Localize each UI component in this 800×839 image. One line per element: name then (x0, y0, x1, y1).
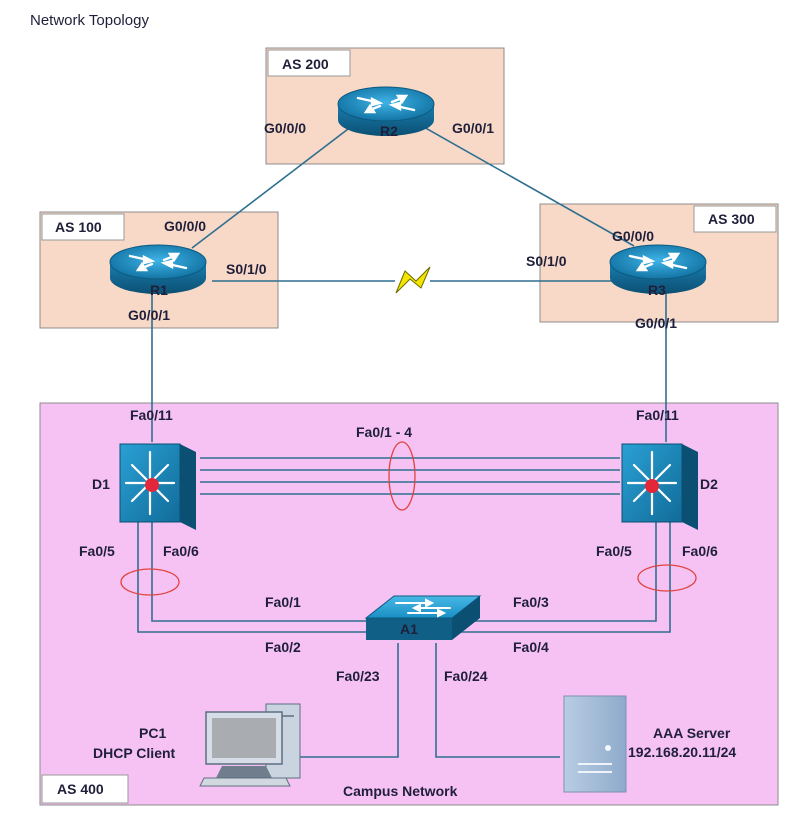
as300-area: AS 300 (539, 203, 779, 323)
iface-a1-fa023: Fa0/23 (336, 668, 380, 684)
iface-d1-fa06: Fa0/6 (163, 543, 199, 559)
router-r3-label: R3 (648, 282, 666, 298)
pc1-name: PC1 (139, 725, 166, 741)
iface-d2-fa06: Fa0/6 (682, 543, 718, 559)
router-r2[interactable]: R2 (337, 86, 435, 139)
iface-r2-g000: G0/0/0 (264, 120, 306, 136)
router-r2-label: R2 (380, 123, 398, 139)
pc1-role: DHCP Client (93, 745, 176, 761)
d2-label: D2 (700, 476, 718, 492)
aaa-server[interactable]: AAA Server 192.168.20.11/24 (563, 695, 736, 793)
pc-icon (199, 703, 301, 787)
iface-r3-s010: S0/1/0 (526, 253, 567, 269)
iface-d1-fa011: Fa0/11 (130, 407, 173, 423)
links (137, 125, 671, 758)
as400-label: AS 400 (57, 781, 104, 797)
iface-d1-fa05: Fa0/5 (79, 543, 115, 559)
link-d2-a1-fa4 (460, 522, 671, 633)
interface-labels: G0/0/0 G0/0/1 G0/0/0 S0/1/0 G0/0/1 G0/0/… (79, 120, 718, 684)
serial-link-r1-r3 (212, 266, 612, 294)
campus-network-label: Campus Network (343, 783, 458, 799)
etherchannel-ring-d2-a1 (637, 564, 697, 592)
link-d2-a1-fa3 (466, 522, 657, 622)
iface-d2-fa05: Fa0/5 (596, 543, 632, 559)
diagram-title: Network Topology (30, 12, 149, 29)
as200-label: AS 200 (282, 56, 329, 72)
switch-a1[interactable]: A1 (364, 595, 482, 640)
iface-a1-fa03: Fa0/3 (513, 594, 549, 610)
as200-area: AS 200 (265, 47, 505, 165)
multilayer-switch-icon (621, 443, 698, 530)
link-d1-a1-fa2 (137, 522, 372, 633)
multilayer-switch-d1[interactable]: D1 (92, 443, 196, 530)
server-ip: 192.168.20.11/24 (628, 744, 736, 760)
iface-d1-d2-bundle: Fa0/1 - 4 (356, 424, 412, 440)
a1-label: A1 (400, 621, 418, 637)
router-icon (109, 244, 207, 294)
iface-a1-fa024: Fa0/24 (444, 668, 488, 684)
link-r1-r2 (191, 125, 353, 249)
etherchannel-ring-d1-d2 (388, 441, 416, 511)
link-d1-a1-fa1 (151, 522, 380, 622)
router-r3[interactable]: R3 (609, 244, 707, 298)
router-icon (337, 86, 435, 136)
multilayer-switch-icon (119, 443, 196, 530)
multilayer-switch-d2[interactable]: D2 (621, 443, 718, 530)
iface-a1-fa01: Fa0/1 (265, 594, 301, 610)
etherchannel-ring-d1-a1 (120, 568, 180, 596)
link-a1-server (435, 643, 560, 758)
iface-r3-g000: G0/0/0 (612, 228, 654, 244)
iface-a1-fa04: Fa0/4 (513, 639, 549, 655)
iface-r3-g001: G0/0/1 (635, 315, 677, 331)
server-name: AAA Server (653, 725, 731, 741)
router-icon (609, 244, 707, 294)
iface-d2-fa011: Fa0/11 (636, 407, 679, 423)
iface-a1-fa02: Fa0/2 (265, 639, 301, 655)
pc1[interactable]: PC1 DHCP Client (93, 703, 301, 787)
server-icon (563, 695, 627, 793)
iface-r1-g000: G0/0/0 (164, 218, 206, 234)
link-a1-pc1 (298, 643, 399, 758)
iface-r2-g001: G0/0/1 (452, 120, 494, 136)
as100-label: AS 100 (55, 219, 102, 235)
router-r1[interactable]: R1 (109, 244, 207, 298)
etherchannel-rings (120, 441, 697, 596)
router-r1-label: R1 (150, 282, 168, 298)
as300-label: AS 300 (708, 211, 755, 227)
iface-r1-s010: S0/1/0 (226, 261, 267, 277)
d1-label: D1 (92, 476, 110, 492)
iface-r1-g001: G0/0/1 (128, 307, 170, 323)
switch-icon (364, 595, 482, 640)
link-r2-r3 (421, 125, 635, 247)
